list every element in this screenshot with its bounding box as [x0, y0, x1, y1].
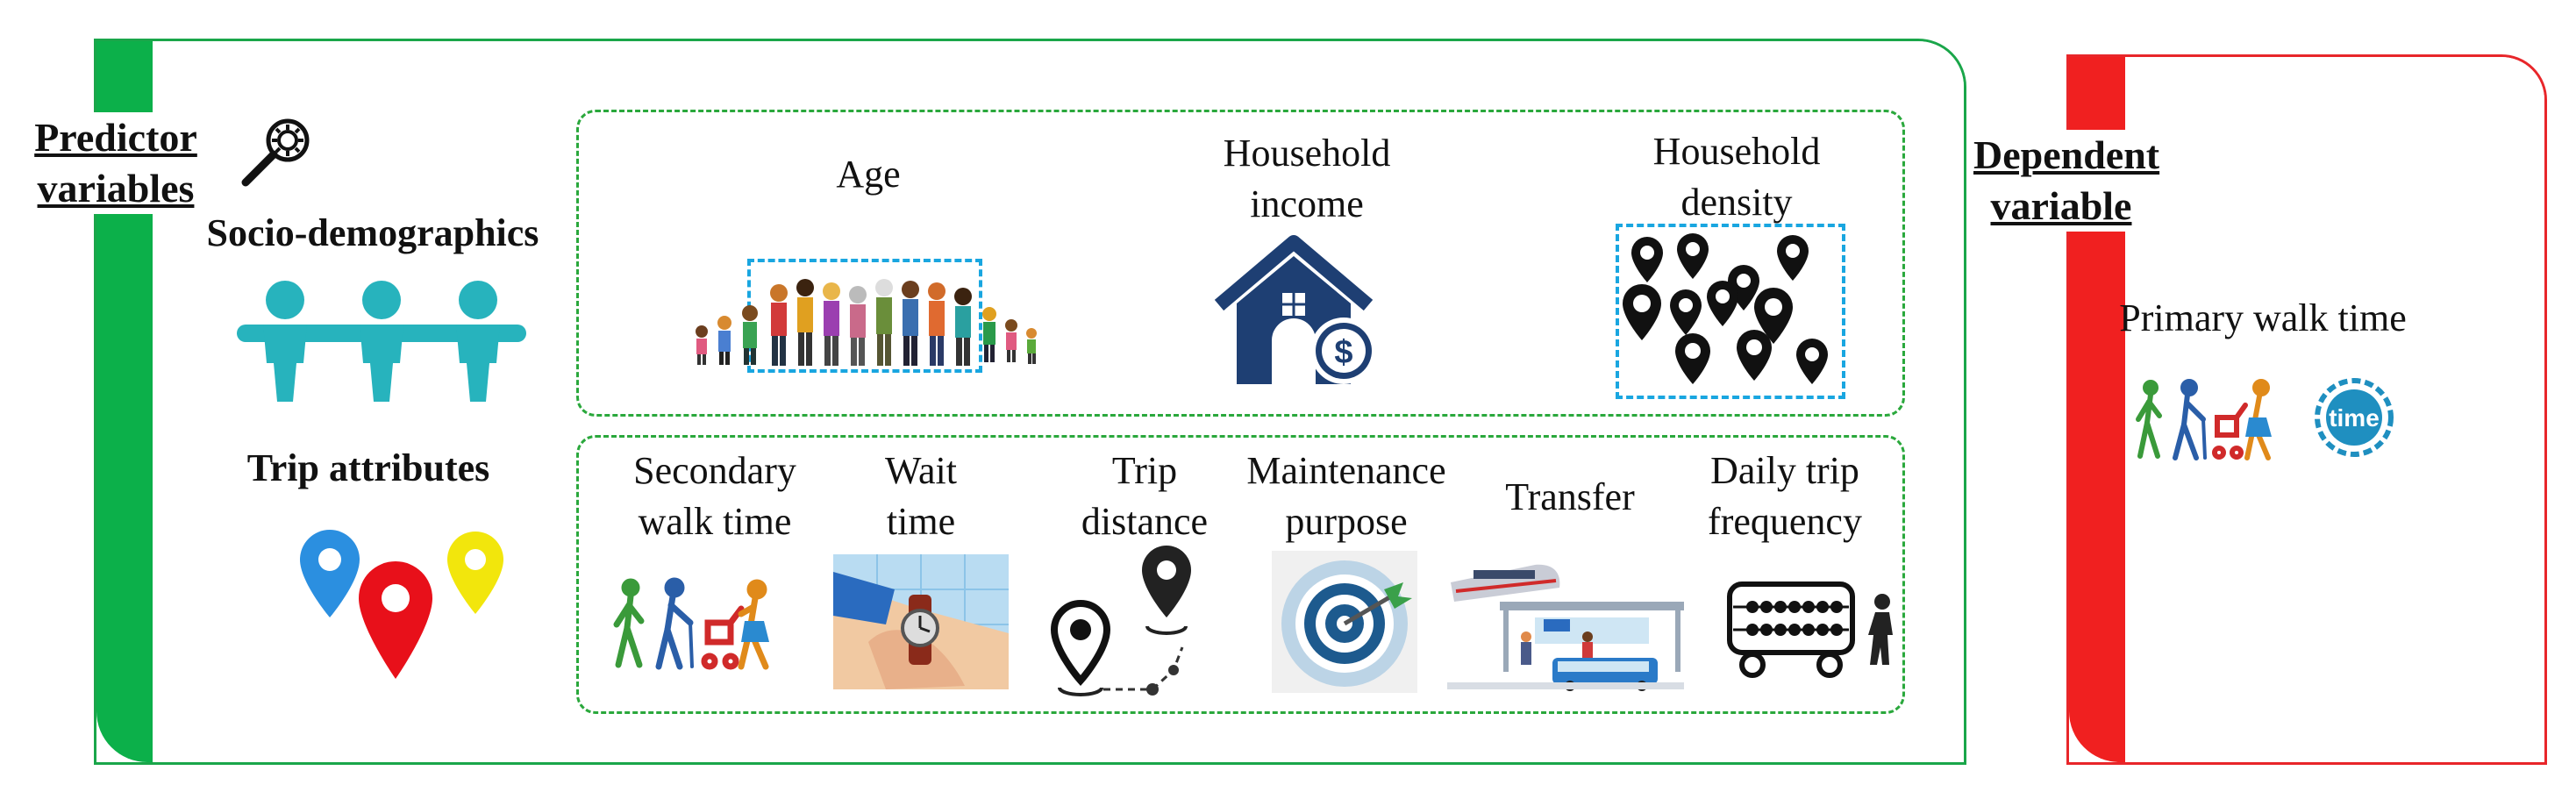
var-age-label: Age — [836, 153, 901, 196]
dependent-heading: Dependent variable — [1973, 130, 2160, 232]
var-transfer-label: Transfer — [1505, 475, 1635, 518]
var-trip-distance-line2: distance — [1081, 500, 1209, 543]
house-dollar-icon: $ — [1214, 235, 1377, 384]
predictor-heading-line1: Predictor — [34, 115, 197, 160]
var-daily-trip-frequency-label: Daily trip frequency — [1680, 446, 1890, 547]
primary-walk-time-icon: time — [2136, 378, 2394, 460]
dependent-heading-line1: Dependent — [1973, 132, 2160, 177]
var-maintenance-purpose-line2: purpose — [1285, 500, 1408, 543]
var-household-density-line2: density — [1680, 181, 1793, 224]
location-pins-icon — [1623, 233, 1828, 384]
var-household-density-label: Household density — [1596, 126, 1877, 228]
predictor-heading: Predictor variables — [19, 112, 212, 214]
var-wait-time-label: Wait time — [842, 446, 1000, 547]
var-secondary-walk-time-line2: walk time — [638, 500, 792, 543]
var-maintenance-purpose-line1: Maintenance — [1246, 449, 1446, 492]
dependent-heading-line2: variable — [1990, 183, 2132, 228]
sociodemographics-group — [576, 110, 1905, 417]
clock-time-text: time — [2329, 404, 2380, 432]
var-trip-distance-label: Trip distance — [1057, 446, 1232, 547]
var-secondary-walk-time-line1: Secondary — [633, 449, 796, 492]
var-secondary-walk-time-label: Secondary walk time — [605, 446, 824, 547]
var-household-income-line2: income — [1250, 182, 1364, 225]
trip-attributes-title: Trip attributes — [246, 446, 490, 489]
svg-text:$: $ — [1334, 334, 1352, 371]
var-daily-trip-frequency-line2: frequency — [1708, 500, 1862, 543]
family-ages-icon — [696, 279, 1037, 366]
transit-station-icon — [1447, 564, 1684, 691]
wristwatch-icon — [833, 554, 1009, 689]
var-daily-trip-frequency-line1: Daily trip — [1710, 449, 1859, 492]
sociodemographics-title: Socio-demographics — [206, 211, 539, 254]
var-household-income-line1: Household — [1223, 132, 1391, 175]
target-icon — [1272, 551, 1417, 693]
var-trip-distance-line1: Trip — [1111, 449, 1178, 492]
magnifier-gear-icon — [241, 118, 310, 187]
map-pins-icon — [300, 530, 503, 679]
people-group-icon — [237, 281, 526, 402]
var-wait-time-line2: time — [886, 500, 956, 543]
density-highlight-box — [1616, 224, 1845, 399]
abacus-icon — [1727, 582, 1893, 678]
var-household-density-line1: Household — [1652, 130, 1821, 173]
trip-attributes-group — [576, 435, 1905, 714]
route-pins-icon — [1050, 546, 1191, 696]
walking-people-icon — [613, 577, 769, 670]
predictor-heading-line2: variables — [37, 166, 195, 210]
var-wait-time-line1: Wait — [885, 449, 957, 492]
var-maintenance-purpose-label: Maintenance purpose — [1224, 446, 1469, 547]
var-household-income-label: Household income — [1167, 128, 1447, 230]
primary-walk-time-label: Primary walk time — [2119, 296, 2407, 339]
